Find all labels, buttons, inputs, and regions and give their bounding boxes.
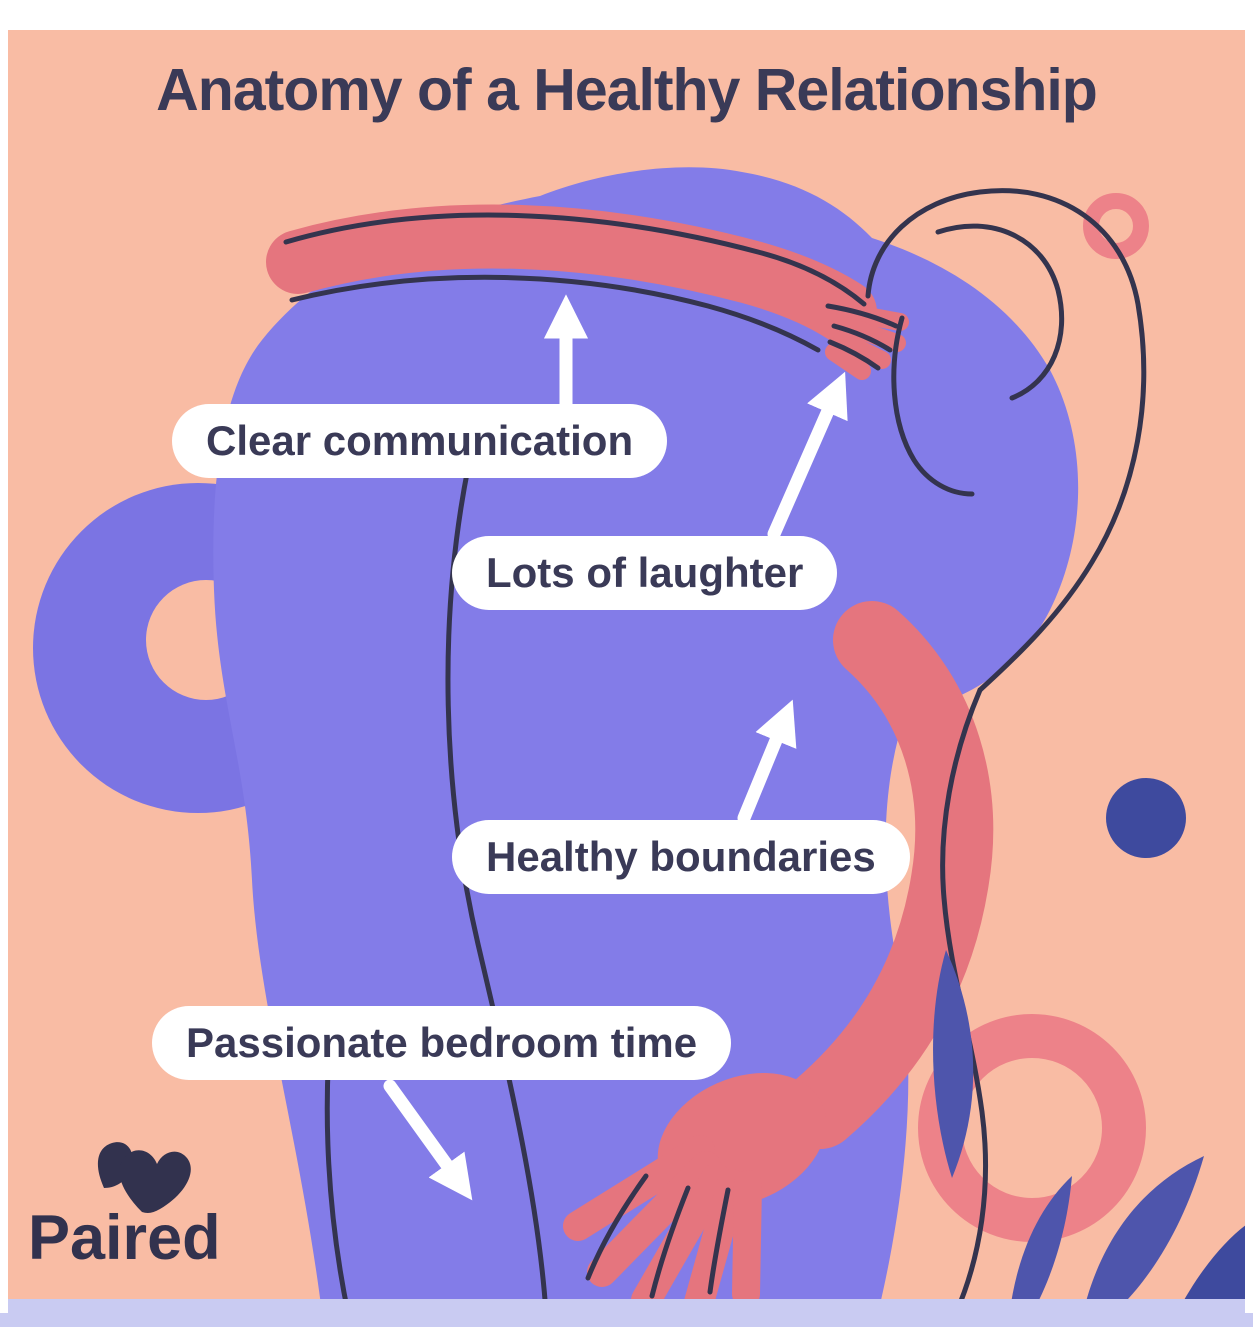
footer-strip-edge (0, 1313, 1253, 1327)
callout-passionate-bedroom-time: Passionate bedroom time (152, 1006, 732, 1080)
page-title: Anatomy of a Healthy Relationship (156, 57, 1098, 123)
arrow-lots-of-laughter (767, 371, 848, 541)
heart-icon (97, 1142, 191, 1213)
footer-strip (8, 1299, 1245, 1313)
callout-lots-of-laughter: Lots of laughter (452, 536, 838, 610)
salmon-arm-top (266, 204, 909, 380)
callout-clear-communication: Clear communication (172, 404, 668, 478)
leaf-decorations (933, 950, 1245, 1313)
arrow-passionate-bedroom-time (383, 1079, 473, 1201)
indigo-dot-decoration (1106, 778, 1186, 858)
brand-wordmark: Paired (28, 1203, 221, 1273)
arrow-healthy-boundaries (737, 699, 797, 825)
callout-healthy-boundaries: Healthy boundaries (452, 820, 910, 894)
